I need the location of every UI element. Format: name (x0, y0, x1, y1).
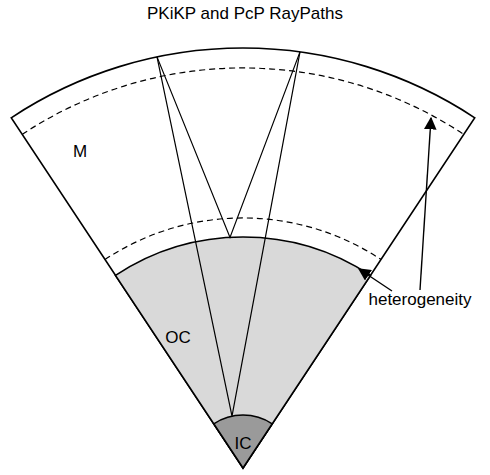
leader-arrow (420, 118, 431, 290)
pkikp-ray-path (157, 52, 300, 416)
outer-core-region (116, 237, 371, 468)
inner-core-region (214, 415, 273, 468)
diagram-title: PKiKP and PcP RayPaths (147, 4, 343, 24)
mantle-wedge (11, 48, 475, 468)
region-name: IC (235, 434, 252, 454)
heterogeneity-boundary (22, 68, 464, 134)
heterogeneity-boundary (105, 218, 381, 260)
inner-core-label: IC (235, 434, 252, 454)
region-name: M (73, 142, 87, 162)
pcp-ray-path (157, 52, 300, 238)
leader-arrow (359, 269, 392, 291)
region-name: OC (165, 328, 191, 348)
outer-core-label: OC (165, 328, 191, 348)
annotation-label: heterogeneity (368, 290, 471, 310)
mantle-label: M (73, 142, 87, 162)
